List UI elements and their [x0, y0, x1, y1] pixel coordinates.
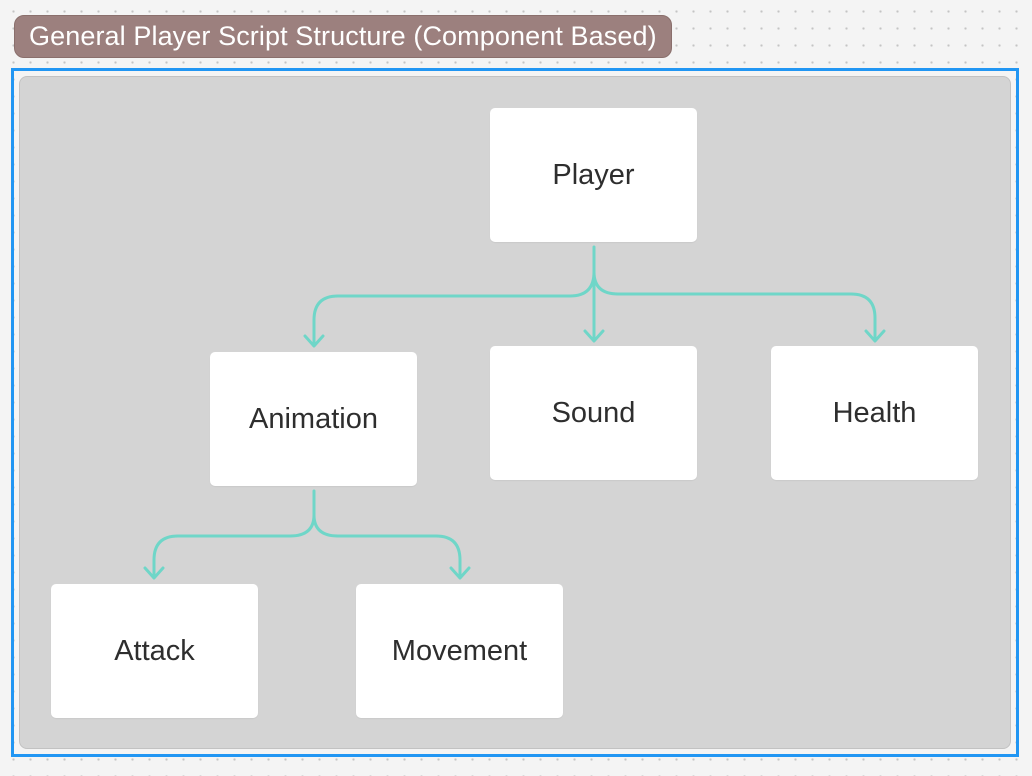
node-movement[interactable]: Movement [356, 584, 563, 718]
node-player[interactable]: Player [490, 108, 697, 242]
node-animation[interactable]: Animation [210, 352, 417, 486]
node-attack[interactable]: Attack [51, 584, 258, 718]
node-health[interactable]: Health [771, 346, 978, 480]
node-sound[interactable]: Sound [490, 346, 697, 480]
frame-title[interactable]: General Player Script Structure (Compone… [14, 15, 672, 58]
